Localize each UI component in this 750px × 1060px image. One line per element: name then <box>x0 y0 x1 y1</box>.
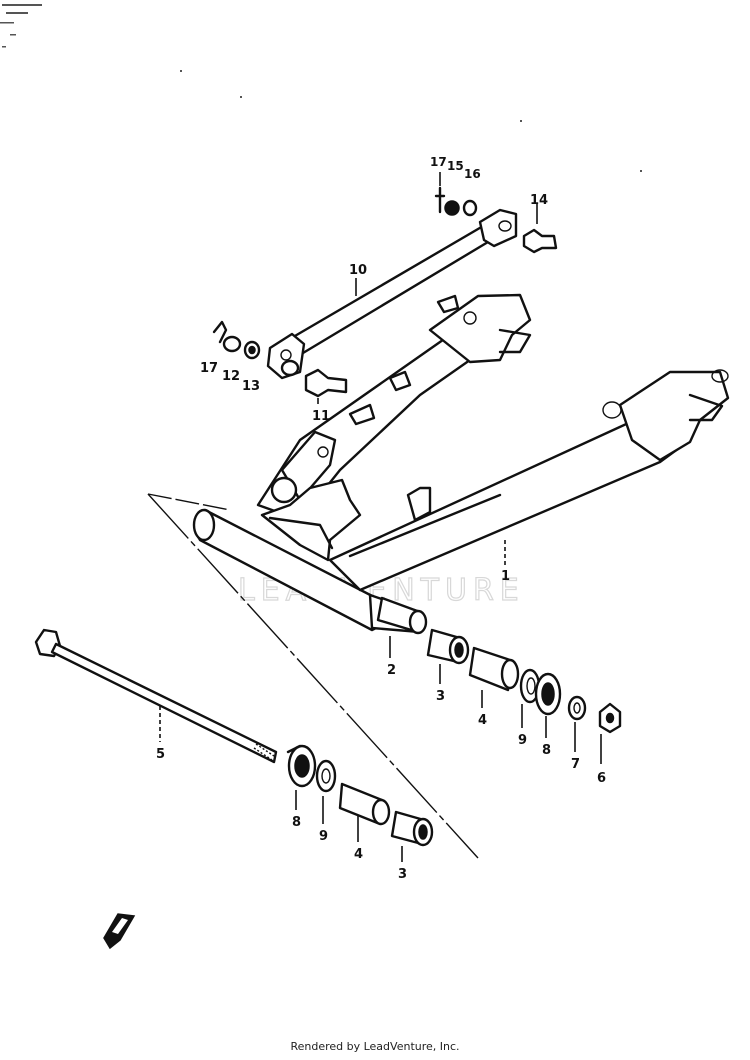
callout-7: 7 <box>571 757 580 772</box>
callout-3-right: 3 <box>436 689 445 704</box>
footer-credit: Rendered by LeadVenture, Inc. <box>290 1040 460 1053</box>
callout-6: 6 <box>597 771 606 786</box>
callout-15: 15 <box>447 159 464 173</box>
part-2-spacer <box>376 596 428 635</box>
callout-10: 10 <box>349 263 367 278</box>
callout-8-right: 8 <box>542 743 551 758</box>
swingarm <box>192 293 730 634</box>
callout-1: 1 <box>501 569 510 584</box>
callout-17-left: 17 <box>200 361 218 376</box>
front-direction-icon <box>103 913 136 950</box>
callout-3-left: 3 <box>398 867 407 882</box>
callout-16: 16 <box>464 167 481 181</box>
callout-2: 2 <box>387 663 396 678</box>
callout-8-left: 8 <box>292 815 301 830</box>
leader-lines <box>159 172 602 862</box>
callout-13: 13 <box>242 379 260 394</box>
callout-4-right: 4 <box>478 713 487 728</box>
torque-link-assembly <box>212 186 558 398</box>
callout-12: 12 <box>222 369 240 384</box>
callout-17-top: 17 <box>430 155 447 169</box>
callout-5: 5 <box>156 747 165 762</box>
section-plane-lines <box>147 493 479 859</box>
callout-14: 14 <box>530 193 548 208</box>
right-side-hardware <box>426 628 622 734</box>
callout-11: 11 <box>312 409 330 424</box>
part-5-pivot-bolt <box>34 628 278 764</box>
left-side-hardware <box>286 744 434 847</box>
scan-noise <box>0 4 642 172</box>
callout-labels: 1 2 3 4 9 8 7 6 5 8 9 4 3 10 11 12 13 17… <box>156 155 606 882</box>
callout-9-left: 9 <box>319 829 328 844</box>
callout-9-right: 9 <box>518 733 527 748</box>
callout-4-left: 4 <box>354 847 363 862</box>
